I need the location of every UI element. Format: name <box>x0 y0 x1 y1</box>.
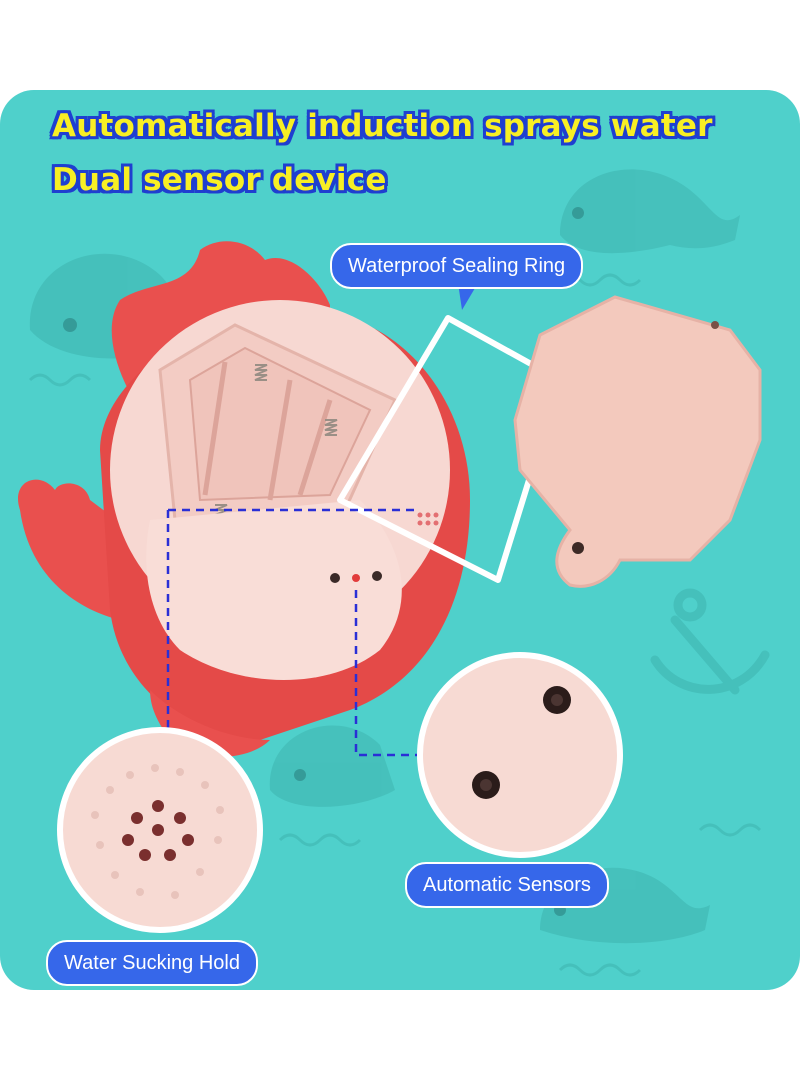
callout-automatic-sensors: Automatic Sensors <box>405 862 609 908</box>
sensor-holes-small <box>330 571 382 583</box>
anchor-icon <box>650 588 770 695</box>
crab-lower-body <box>146 500 402 680</box>
zoom-automatic-sensors <box>417 652 623 858</box>
crab-claw-left <box>18 479 131 620</box>
sealing-ring <box>337 315 563 583</box>
headline-line-1: Automatically induction sprays water <box>52 108 713 144</box>
whale-icon <box>269 725 395 807</box>
zoom-water-sucking-hold <box>57 727 263 933</box>
battery-lid <box>513 295 762 588</box>
whale-icon <box>560 169 740 254</box>
guide-lines <box>166 508 428 860</box>
callout-water-sucking-hold: Water Sucking Hold <box>46 940 258 986</box>
speaker-holes-small <box>417 512 439 526</box>
callout-pointer <box>458 283 478 310</box>
headline-line-2: Dual sensor device <box>52 162 387 198</box>
crab-toy <box>18 241 470 757</box>
callout-waterproof-sealing-ring: Waterproof Sealing Ring <box>330 243 584 289</box>
water-hole-cluster <box>122 800 194 861</box>
battery-compartment <box>158 323 397 522</box>
